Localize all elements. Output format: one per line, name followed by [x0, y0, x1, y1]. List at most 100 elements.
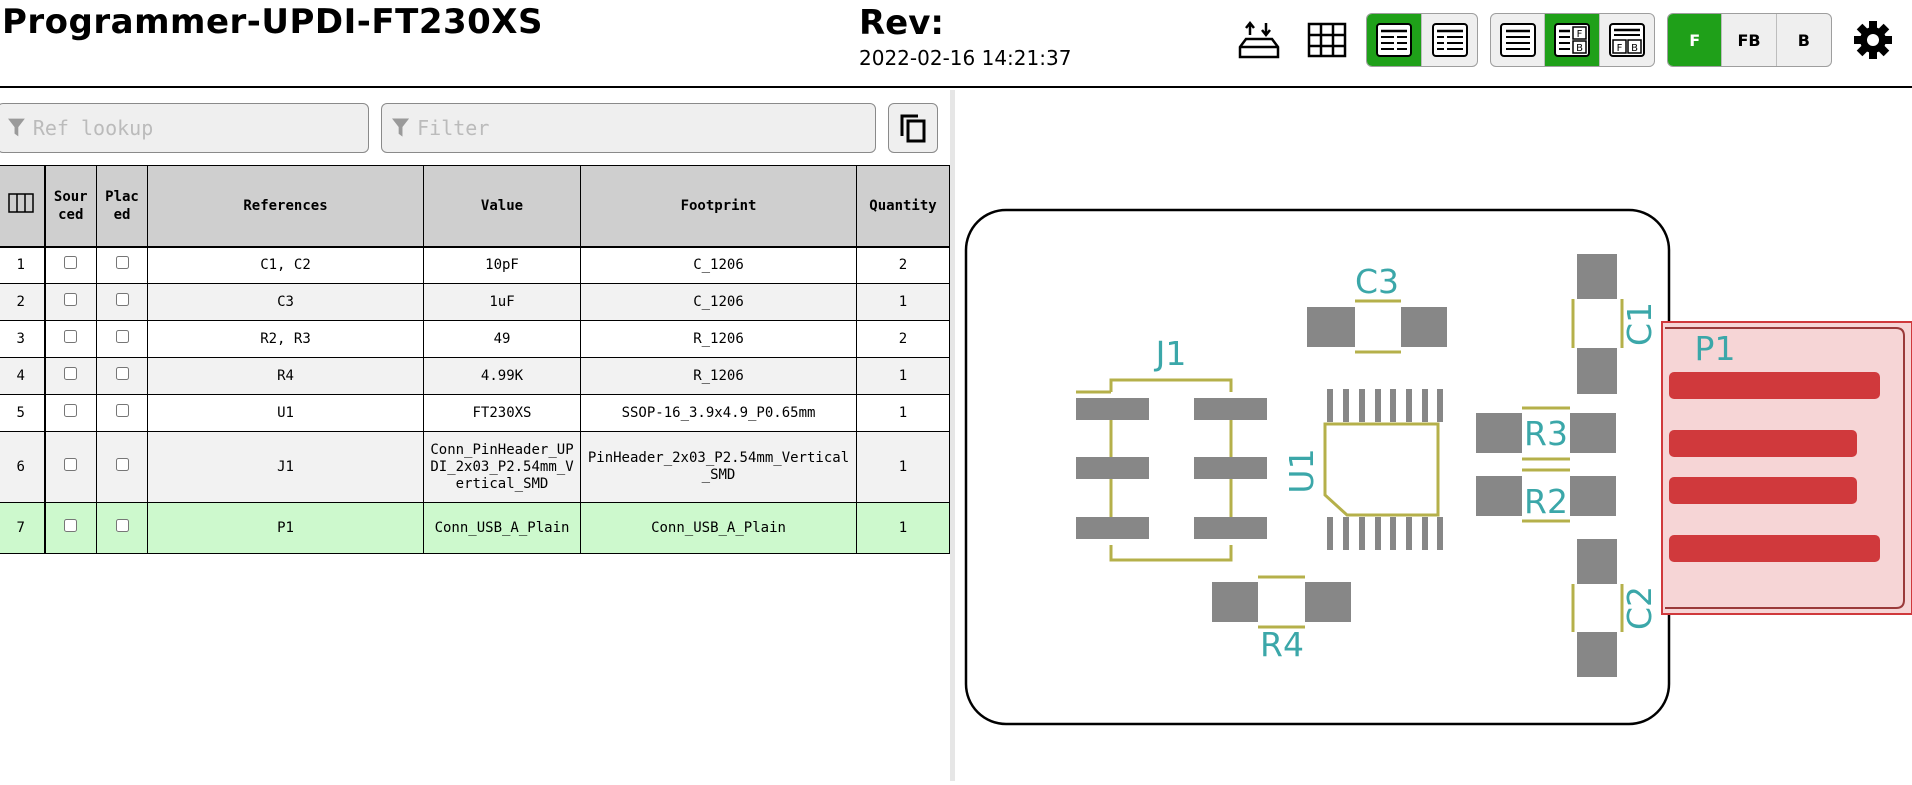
sourced-checkbox[interactable]	[64, 458, 78, 471]
sourced-checkbox[interactable]	[64, 367, 78, 380]
label-r4: R4	[1260, 625, 1304, 664]
layer-toggle-group: F FB B	[1667, 13, 1832, 67]
table-row[interactable]: 5 U1 FT230XS SSOP-16_3.9x4.9_P0.65mm 1	[0, 394, 950, 432]
quantity-cell: 1	[856, 283, 950, 321]
placed-checkbox[interactable]	[115, 256, 129, 270]
sourced-checkbox[interactable]	[64, 330, 78, 343]
grid-button[interactable]	[1302, 14, 1352, 66]
footprint-r3[interactable]: R3	[1476, 406, 1616, 461]
quantity-cell: 1	[856, 502, 950, 554]
quantity-cell: 2	[856, 320, 950, 358]
bom-left-fb-button[interactable]: F B	[1545, 14, 1600, 66]
grid-icon	[1307, 22, 1347, 58]
sourced-checkbox[interactable]	[64, 404, 78, 417]
copy-icon	[900, 114, 926, 143]
copy-button[interactable]	[888, 103, 938, 153]
layer-back-button[interactable]: B	[1797, 30, 1810, 50]
footprint-cell: R_1206	[580, 357, 857, 395]
footprint-c2[interactable]: C2	[1571, 539, 1659, 677]
footprint-r4[interactable]: R4	[1212, 575, 1351, 664]
footprint-u1[interactable]: U1	[1282, 389, 1443, 550]
panel-splitter[interactable]	[950, 90, 955, 781]
table-row[interactable]: 3 R2, R3 49 R_1206 2	[0, 320, 950, 358]
sourced-checkbox[interactable]	[64, 293, 78, 306]
layout-top-bottom-button[interactable]	[1422, 14, 1477, 66]
footprint-cell: SSOP-16_3.9x4.9_P0.65mm	[580, 394, 857, 432]
footprint-cell: Conn_USB_A_Plain	[580, 502, 857, 554]
quantity-cell: 1	[856, 394, 950, 432]
columns-icon	[8, 193, 34, 213]
label-c1: C1	[1620, 302, 1659, 346]
bom-mode-group: F B F B	[1490, 13, 1655, 67]
svg-text:F: F	[1577, 29, 1583, 40]
layer-front-button[interactable]: F	[1668, 14, 1723, 66]
references-cell: P1	[147, 502, 424, 554]
svg-text:B: B	[1576, 43, 1583, 54]
footprint-c3[interactable]: C3	[1307, 262, 1447, 354]
placed-checkbox[interactable]	[115, 458, 129, 471]
placed-checkbox[interactable]	[115, 330, 129, 343]
value-header[interactable]: Value	[423, 165, 581, 248]
quantity-cell: 2	[856, 246, 950, 284]
filter-icon	[392, 118, 410, 137]
filter-icon	[8, 118, 25, 137]
placed-checkbox[interactable]	[115, 404, 129, 417]
placed-checkbox[interactable]	[115, 367, 129, 380]
label-j1: J1	[1154, 334, 1187, 373]
table-row[interactable]: 1 C1, C2 10pF C_1206 2	[0, 246, 950, 284]
footprint-cell: R_1206	[580, 320, 857, 358]
svg-text:F: F	[1616, 43, 1622, 54]
settings-button[interactable]	[1848, 14, 1898, 66]
sourced-checkbox[interactable]	[64, 256, 78, 270]
footprint-c1[interactable]: C1	[1571, 254, 1659, 394]
table-row[interactable]: 2 C3 1uF C_1206 1	[0, 283, 950, 321]
layer-both-button[interactable]: FB	[1722, 14, 1777, 66]
column-chooser-header[interactable]	[0, 165, 46, 248]
svg-text:B: B	[1631, 43, 1638, 54]
bom-only-button[interactable]	[1491, 14, 1546, 66]
quantity-header[interactable]: Quantity	[856, 165, 950, 248]
references-header[interactable]: References	[147, 165, 424, 248]
value-cell: 4.99K	[423, 357, 581, 395]
value-cell: FT230XS	[423, 394, 581, 432]
footprint-cell: C_1206	[580, 246, 857, 284]
filter-input[interactable]	[415, 115, 875, 141]
ref-lookup-input[interactable]	[30, 115, 368, 141]
footprint-cell: C_1206	[580, 283, 857, 321]
label-u1: U1	[1282, 448, 1321, 493]
sourced-checkbox[interactable]	[64, 519, 78, 532]
load-save-button[interactable]	[1234, 14, 1284, 66]
placed-checkbox[interactable]	[115, 519, 129, 532]
bom-top-fb-button[interactable]: F B	[1600, 14, 1654, 66]
table-row-highlighted[interactable]: 7 P1 Conn_USB_A_Plain Conn_USB_A_Plain 1	[0, 502, 950, 554]
label-c2: C2	[1620, 586, 1659, 630]
board-title: Programmer-UPDI-FT230XS	[2, 2, 543, 42]
placed-checkbox[interactable]	[115, 293, 129, 306]
footprint-header[interactable]: Footprint	[580, 165, 857, 248]
footprint-j1[interactable]: J1	[1076, 334, 1267, 562]
value-cell: 49	[423, 320, 581, 358]
layout-left-right-button[interactable]	[1367, 14, 1423, 66]
label-c3: C3	[1355, 262, 1399, 301]
load-save-icon	[1238, 20, 1280, 59]
pcb-view[interactable]: J1 C3 U1	[955, 90, 1912, 781]
filter-field[interactable]	[381, 103, 876, 153]
table-row[interactable]: 4 R4 4.99K R_1206 1	[0, 357, 950, 395]
quantity-cell: 1	[856, 357, 950, 395]
footprint-r2[interactable]: R2	[1476, 468, 1616, 523]
bom-only-icon	[1499, 23, 1536, 57]
label-p1: P1	[1695, 329, 1736, 368]
table-row[interactable]: 6 J1 Conn_PinHeader_UPDI_2x03_P2.54mm_Ve…	[0, 431, 950, 503]
references-cell: J1	[147, 431, 424, 503]
label-r3: R3	[1524, 414, 1568, 453]
references-cell: U1	[147, 394, 424, 432]
footprint-p1-highlighted[interactable]: P1	[1661, 321, 1912, 615]
pcb-canvas[interactable]: J1 C3 U1	[955, 90, 1912, 781]
label-r2: R2	[1524, 482, 1568, 521]
top-bar: Programmer-UPDI-FT230XS Rev: 2022-02-16 …	[0, 0, 1912, 88]
ref-lookup-field[interactable]	[0, 103, 369, 153]
settings-icon	[1854, 21, 1892, 59]
